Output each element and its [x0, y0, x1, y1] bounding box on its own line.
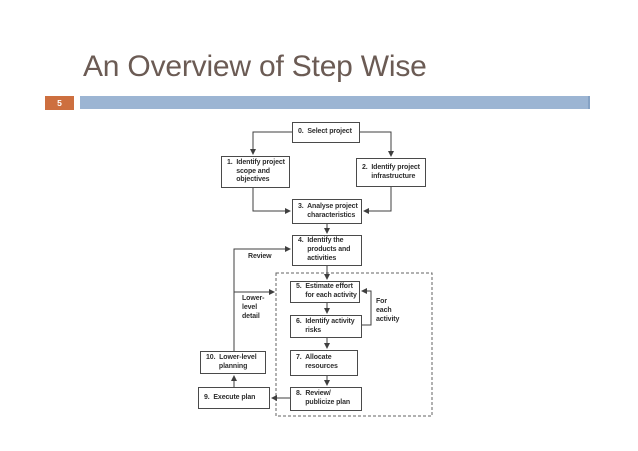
flow-node-5-estimate-effort: 5. Estimate effort for each activity: [290, 281, 360, 303]
connector-for-each-activity-loop: [361, 288, 372, 326]
flow-node-7-allocate-resources: 7. Allocate resources: [290, 350, 358, 376]
connector-0-to-1: [250, 131, 292, 155]
recursion-boundary-dashed-box: [275, 272, 433, 417]
for-each-activity-label: For each activity: [376, 298, 400, 324]
slide-number-badge: 5: [45, 96, 74, 110]
flow-node-3-analyse-characteristics: 3. Analyse project characteristics: [292, 199, 362, 224]
flow-node-9-execute-plan: 9. Execute plan: [198, 387, 270, 409]
connector-review-loop-10-to-4: [233, 246, 291, 351]
page-title: An Overview of Step Wise: [83, 50, 427, 83]
flow-node-10-lower-level-planning: 10. Lower-level planning: [200, 351, 266, 374]
flow-node-1-identify-scope-objectives: 1. Identify project scope and objectives: [221, 156, 290, 188]
connector-1-to-3: [252, 188, 291, 214]
lower-level-detail-label: Lower- level detail: [242, 295, 265, 321]
title-underline-bar: [80, 96, 590, 109]
flow-node-0-select-project: 0. Select project: [292, 122, 360, 143]
flow-node-8-review-publicize-plan: 8. Review/ publicize plan: [290, 387, 362, 411]
flow-node-2-identify-infrastructure: 2. Identify project infrastructure: [356, 158, 426, 187]
flow-node-6-identify-risks: 6. Identify activity risks: [290, 315, 362, 338]
review-label: Review: [248, 253, 272, 260]
flow-node-4-identify-products-activities: 4. Identify the products and activities: [292, 235, 362, 266]
connector-2-to-3: [363, 187, 392, 214]
connector-0-to-2: [360, 131, 394, 157]
